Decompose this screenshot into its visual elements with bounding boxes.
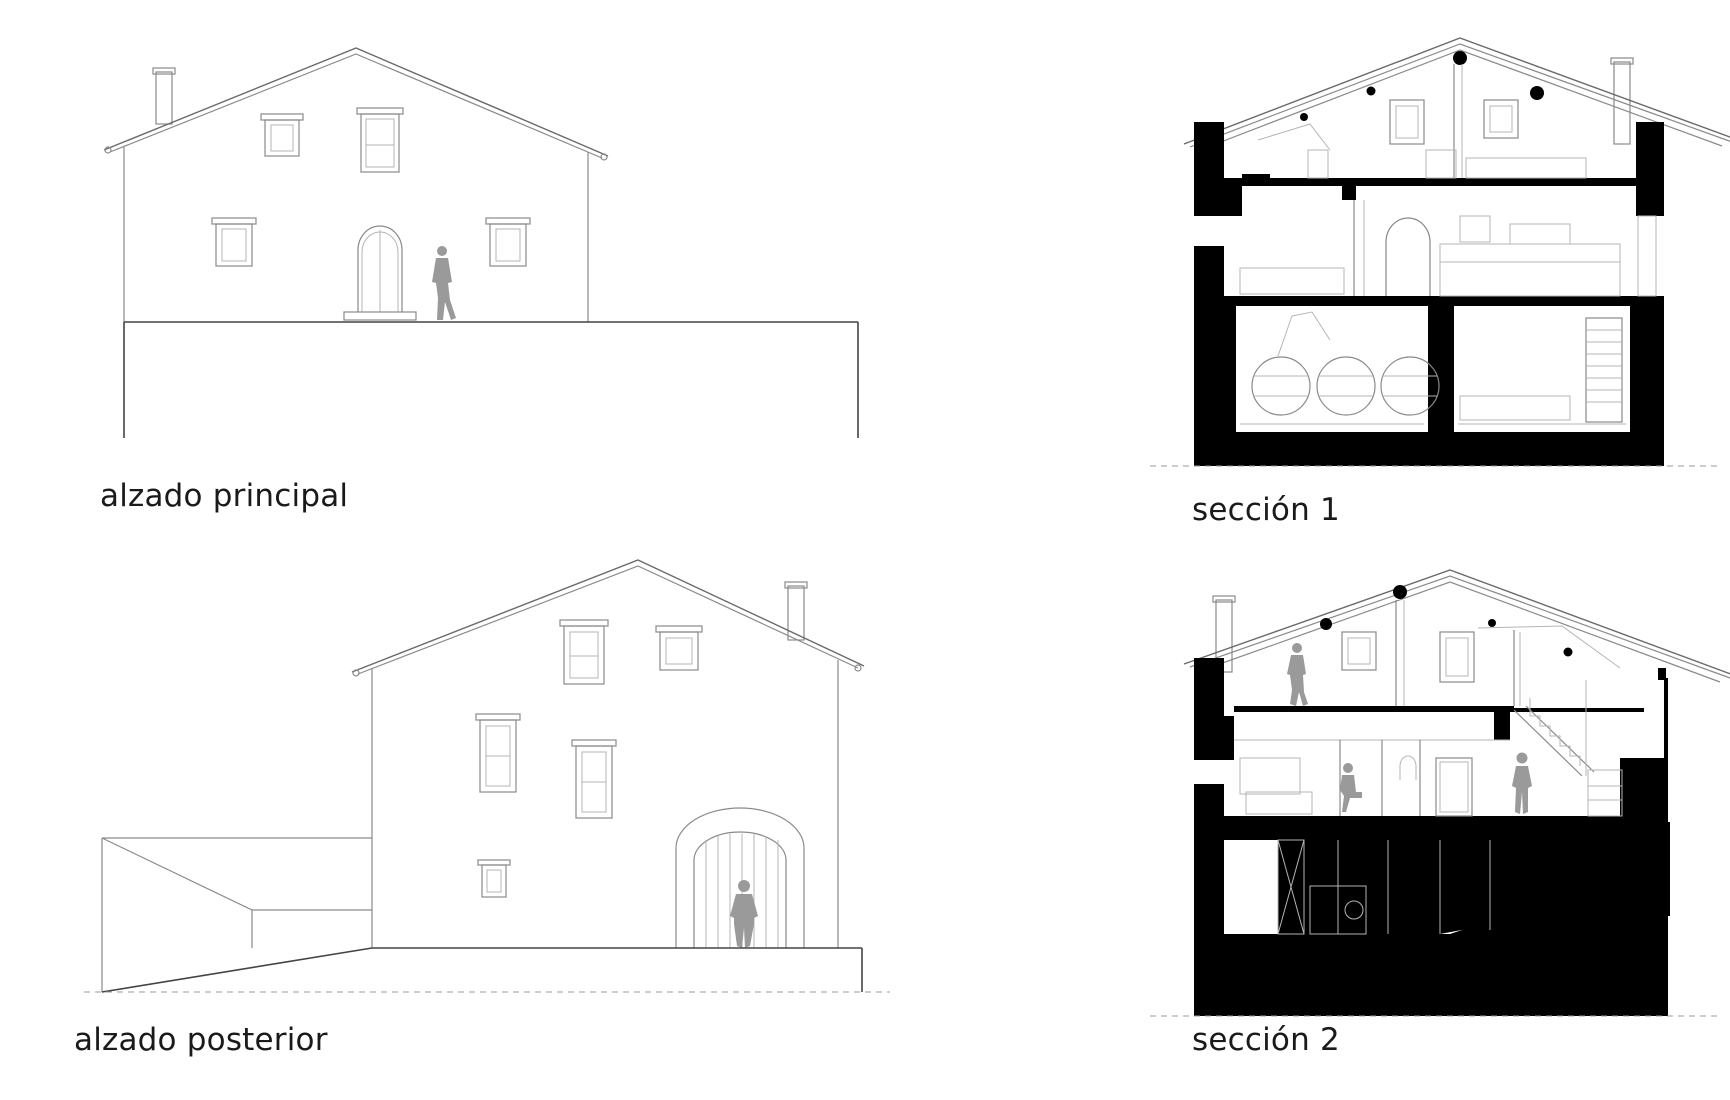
window: [260, 113, 304, 157]
window: [475, 713, 521, 793]
window: [571, 739, 617, 819]
section-1-drawing: [1150, 37, 1730, 467]
window: [477, 859, 511, 898]
human-figure: [1512, 752, 1532, 814]
rear-elevation-panel: alzado posterior: [0, 540, 900, 1080]
front-elevation-panel: alzado principal: [0, 0, 900, 530]
window: [655, 625, 703, 671]
rear-elevation-caption: alzado posterior: [74, 1022, 328, 1058]
section-1-panel: sección 1: [1150, 0, 1730, 540]
window: [356, 107, 404, 173]
human-figure: [432, 246, 456, 320]
arched-door: [343, 225, 417, 321]
human-figure: [1287, 643, 1308, 706]
section-2-caption: sección 2: [1192, 1022, 1340, 1058]
human-figure: [730, 880, 758, 948]
barrel: [1380, 356, 1440, 416]
section-1-caption: sección 1: [1192, 492, 1340, 528]
section-2-panel: sección 2: [1150, 540, 1730, 1080]
rear-elevation-drawing: [84, 559, 890, 993]
section-2-drawing: [1150, 569, 1730, 1017]
window: [559, 619, 609, 685]
window: [211, 217, 257, 267]
barrel: [1251, 356, 1311, 416]
front-elevation-caption: alzado principal: [100, 478, 349, 514]
front-elevation-drawing: [103, 47, 859, 438]
window: [485, 217, 531, 267]
human-figure: [1340, 763, 1362, 812]
barrel: [1316, 356, 1376, 416]
